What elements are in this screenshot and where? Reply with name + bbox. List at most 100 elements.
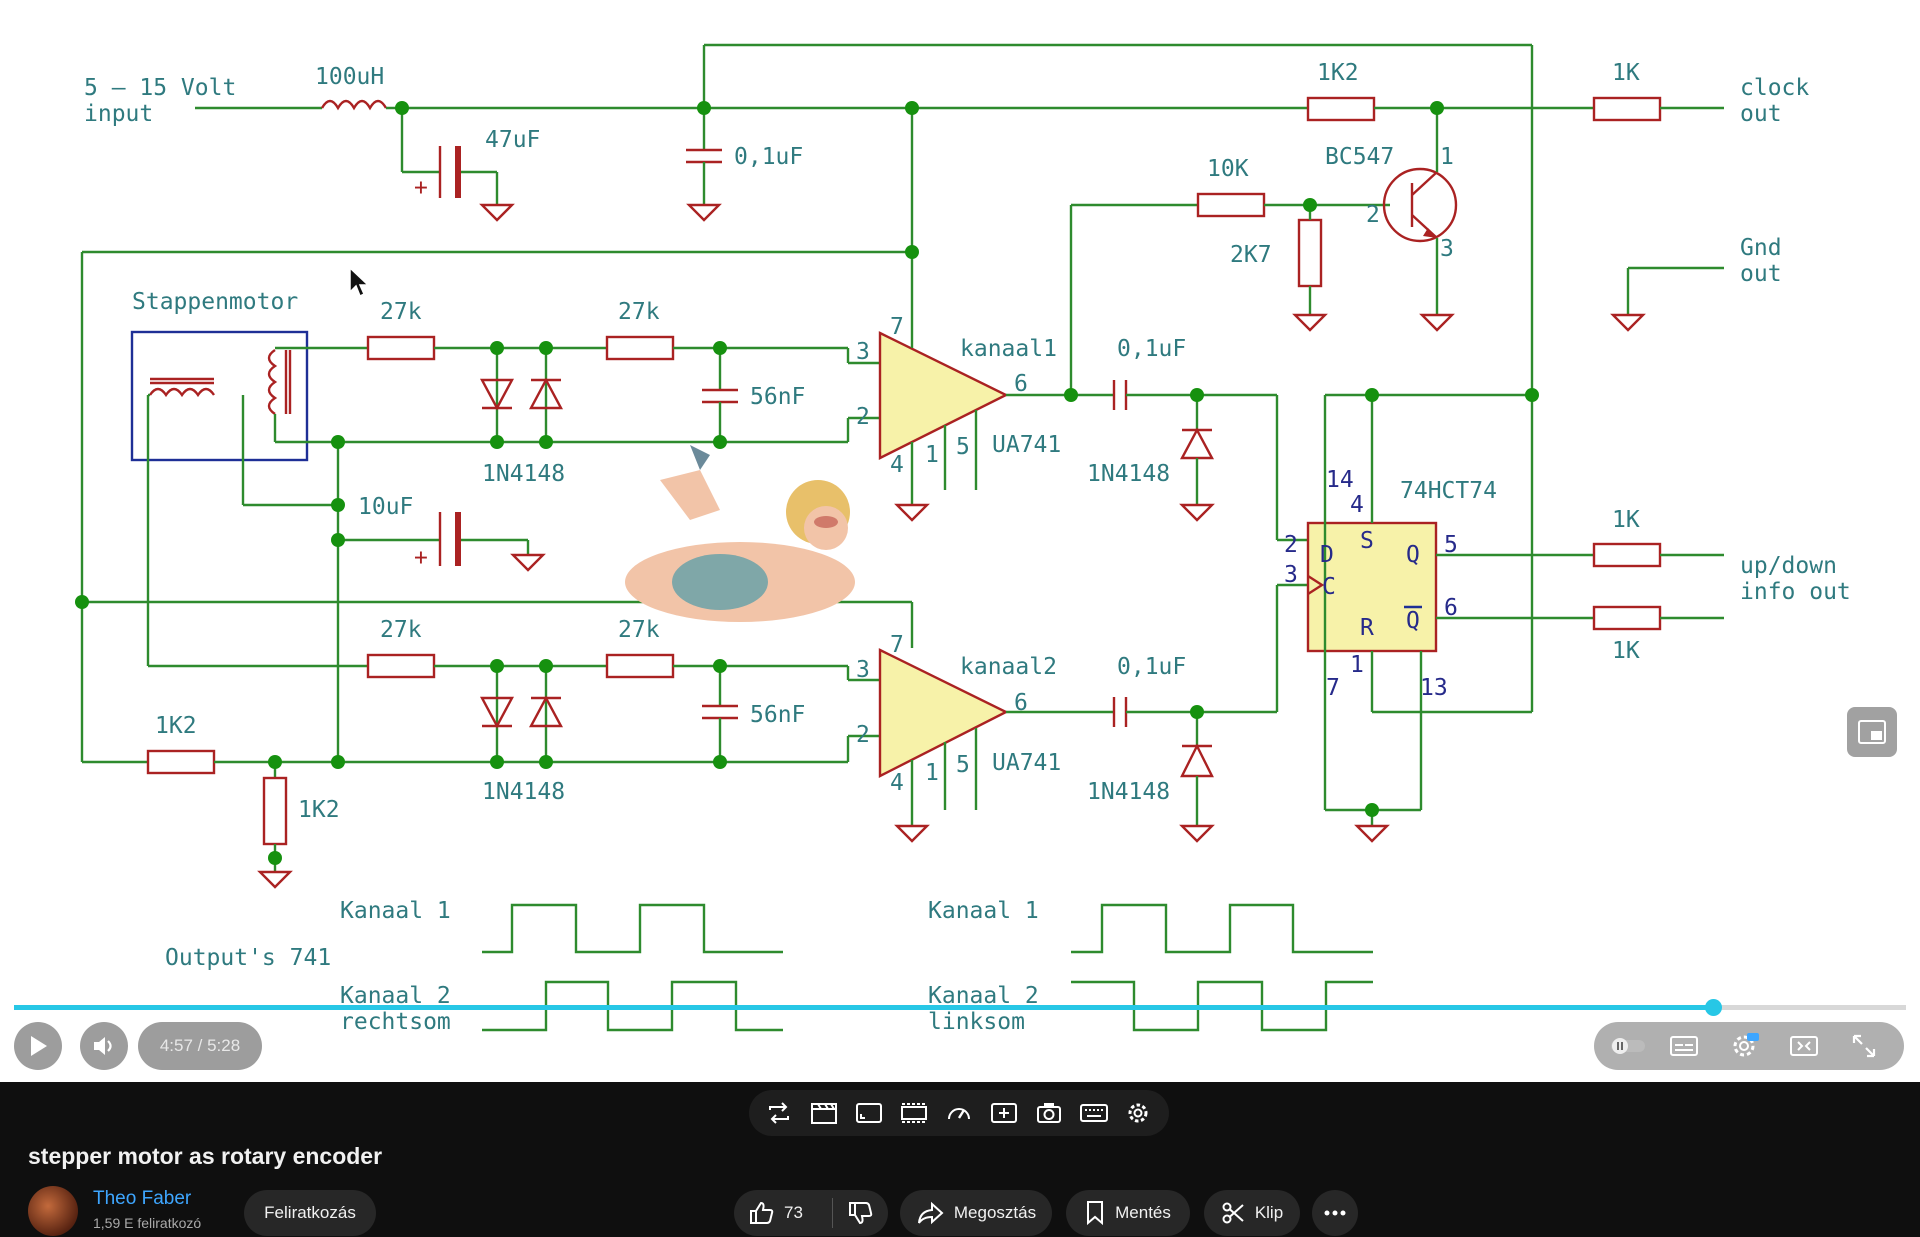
svg-text:3: 3 <box>1440 236 1454 262</box>
svg-text:10K: 10K <box>1207 156 1249 182</box>
svg-text:1: 1 <box>1350 652 1364 678</box>
svg-text:1K2: 1K2 <box>298 797 340 823</box>
svg-text:1: 1 <box>925 442 939 468</box>
svg-text:6: 6 <box>1444 595 1458 621</box>
svg-text:56nF: 56nF <box>750 384 805 410</box>
svg-text:100uH: 100uH <box>315 64 384 90</box>
svg-text:2: 2 <box>856 404 870 430</box>
svg-text:2: 2 <box>856 722 870 748</box>
autoplay-toggle-icon <box>1611 1038 1645 1054</box>
clip-button[interactable]: Klip <box>1204 1190 1300 1236</box>
circuit-schematic: + <box>75 43 1851 1035</box>
svg-text:3: 3 <box>856 339 870 365</box>
more-actions-button[interactable] <box>1312 1190 1358 1236</box>
theater-mode-button[interactable] <box>1780 1022 1828 1070</box>
miniplayer-button[interactable] <box>1847 707 1897 757</box>
svg-text:27k: 27k <box>618 299 660 325</box>
subtitles-button[interactable] <box>1660 1022 1708 1070</box>
aspect-ratio-icon[interactable] <box>854 1098 884 1128</box>
keyboard-icon[interactable] <box>1079 1098 1109 1128</box>
gear-icon[interactable] <box>1123 1098 1153 1128</box>
time-display: 4:57 / 5:28 <box>138 1022 262 1070</box>
svg-text:rechtsom: rechtsom <box>340 1009 451 1035</box>
svg-text:5: 5 <box>1444 532 1458 558</box>
cinema-mode-icon[interactable] <box>899 1098 929 1128</box>
svg-text:Gnd: Gnd <box>1740 235 1782 261</box>
gear-icon <box>1733 1033 1759 1057</box>
svg-text:3: 3 <box>1284 562 1298 588</box>
svg-text:Stappenmotor: Stappenmotor <box>132 289 298 315</box>
speed-icon[interactable] <box>944 1098 974 1128</box>
screenshot-camera-icon[interactable] <box>1034 1098 1064 1128</box>
svg-text:56nF: 56nF <box>750 702 805 728</box>
channel-name[interactable]: Theo Faber <box>93 1188 192 1209</box>
progress-scrubber[interactable] <box>1705 999 1723 1016</box>
video-player[interactable]: + <box>0 0 1920 1082</box>
svg-text:13: 13 <box>1420 675 1448 701</box>
svg-text:input: input <box>84 101 153 127</box>
svg-text:7: 7 <box>1326 675 1340 701</box>
svg-text:1N4148: 1N4148 <box>482 461 565 487</box>
svg-text:R: R <box>1360 615 1374 641</box>
svg-text:1K: 1K <box>1612 60 1640 86</box>
dislike-button[interactable] <box>833 1200 883 1226</box>
svg-text:2: 2 <box>1284 532 1298 558</box>
scissors-icon <box>1222 1202 1244 1224</box>
svg-text:out: out <box>1740 101 1782 127</box>
svg-text:2K7: 2K7 <box>1230 242 1272 268</box>
subscriber-count: 1,59 E feliratkozó <box>93 1215 202 1231</box>
like-button[interactable]: 73 <box>748 1198 833 1228</box>
supply-label: 5 – 15 Volt <box>84 75 236 101</box>
svg-text:0,1uF: 0,1uF <box>734 144 803 170</box>
play-button[interactable] <box>14 1022 62 1070</box>
save-button[interactable]: Mentés <box>1066 1190 1190 1236</box>
channel-avatar[interactable] <box>28 1186 78 1236</box>
svg-text:1: 1 <box>925 760 939 786</box>
autoplay-toggle[interactable] <box>1604 1022 1652 1070</box>
svg-text:14: 14 <box>1326 467 1354 493</box>
volume-button[interactable] <box>80 1022 128 1070</box>
svg-text:1N4148: 1N4148 <box>1087 461 1170 487</box>
svg-text:UA741: UA741 <box>992 432 1061 458</box>
svg-text:1K2: 1K2 <box>1317 60 1359 86</box>
progress-bar[interactable] <box>14 999 1906 1016</box>
svg-text:4: 4 <box>1350 492 1364 518</box>
svg-text:1N4148: 1N4148 <box>482 779 565 805</box>
volume-icon <box>94 1037 112 1055</box>
fullscreen-icon <box>1852 1034 1876 1058</box>
add-overlay-icon[interactable] <box>989 1098 1019 1128</box>
svg-text:1K: 1K <box>1612 507 1640 533</box>
svg-text:74HCT74: 74HCT74 <box>1400 478 1497 504</box>
svg-text:4: 4 <box>890 770 904 796</box>
clip-label: Klip <box>1254 1203 1284 1222</box>
svg-text:Q: Q <box>1406 542 1420 568</box>
svg-text:+: + <box>414 545 428 571</box>
svg-text:linksom: linksom <box>928 1009 1025 1035</box>
progress-fill <box>14 1005 1714 1010</box>
svg-text:UA741: UA741 <box>992 750 1061 776</box>
svg-text:+: + <box>414 175 428 201</box>
loop-icon[interactable] <box>764 1098 794 1128</box>
clapperboard-icon[interactable] <box>809 1098 839 1128</box>
mouse-cursor-icon <box>349 266 370 298</box>
svg-text:BC547: BC547 <box>1325 144 1394 170</box>
fullscreen-button[interactable] <box>1840 1022 1888 1070</box>
svg-text:out: out <box>1740 261 1782 287</box>
svg-text:4: 4 <box>890 452 904 478</box>
svg-text:3: 3 <box>856 657 870 683</box>
miniplayer-icon <box>1858 720 1886 744</box>
video-title: stepper motor as rotary encoder <box>28 1143 383 1169</box>
svg-text:1K: 1K <box>1612 638 1640 664</box>
share-button[interactable]: Megosztás <box>900 1190 1052 1236</box>
svg-text:kanaal1: kanaal1 <box>960 336 1057 362</box>
settings-button[interactable] <box>1720 1022 1768 1070</box>
svg-text:0,1uF: 0,1uF <box>1117 654 1186 680</box>
svg-text:7: 7 <box>890 632 904 658</box>
svg-text:5: 5 <box>956 434 970 460</box>
svg-text:Kanaal 1: Kanaal 1 <box>928 898 1039 924</box>
like-dislike-group: 73 <box>734 1190 888 1236</box>
svg-text:47uF: 47uF <box>485 127 540 153</box>
subscribe-button[interactable]: Feliratkozás <box>244 1190 376 1236</box>
svg-text:up/down: up/down <box>1740 553 1837 579</box>
svg-text:clock: clock <box>1740 75 1809 101</box>
